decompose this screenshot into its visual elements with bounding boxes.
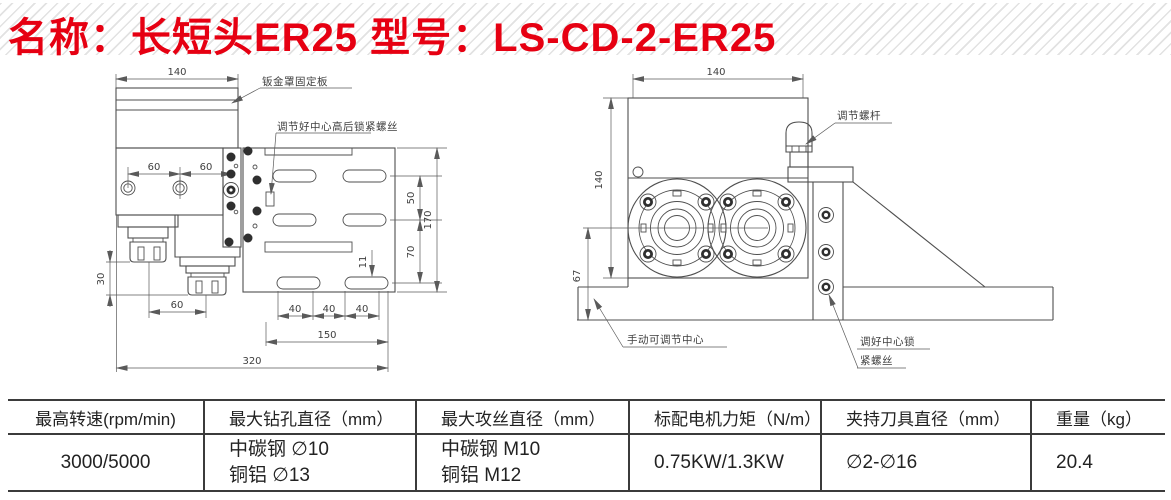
column-screws [818, 207, 834, 295]
plate-slot [342, 169, 387, 183]
spec-header-max-drill: 最大钻孔直径（mm） [203, 401, 415, 435]
spec-value-max-drill-line1: 中碳钢 ∅10 [229, 439, 329, 461]
motor-block [115, 87, 239, 149]
spec-value-motor-torque: 0.75KW/1.3KW [628, 435, 820, 490]
gearbox-body [627, 97, 809, 279]
dim-slot-width: 11 [358, 256, 369, 269]
plate-slot [272, 169, 317, 183]
plate-slot [344, 276, 389, 290]
dim-hole-pitch-left: 60 [148, 162, 161, 173]
page-title: 名称：长短头ER25 型号：LS-CD-2-ER25 [8, 16, 777, 60]
spec-header-max-tap: 最大攻丝直径（mm） [415, 401, 628, 435]
spec-header-weight: 重量（kg） [1030, 401, 1165, 435]
manual-center-label: 手动可调节中心 [627, 333, 704, 346]
bracket-plate [787, 166, 854, 183]
left-drawing-side-view: 140 钣金罩固定板 60 60 [96, 67, 447, 372]
spec-value-tool-diameter: ∅2-∅16 [820, 435, 1030, 490]
spec-header-motor-torque: 标配电机力矩（N/m） [628, 401, 821, 435]
adjust-rod-label: 调节螺杆 [837, 109, 881, 122]
plate-slot [272, 213, 317, 227]
plate-slot [276, 276, 321, 290]
bolt-column [222, 147, 242, 248]
dim-overall-width: 320 [242, 356, 261, 367]
dim-row-gap-lower: 70 [406, 246, 417, 259]
center-lock-label-line1: 调好中心锁 [860, 335, 915, 348]
right-drawing-front-view: 140 140 [572, 67, 1054, 369]
spindle-flange-right [707, 178, 807, 278]
spec-table: 最高转速(rpm/min) 最大钻孔直径（mm） 最大攻丝直径（mm） 标配电机… [8, 399, 1165, 492]
dim-slot-pitch-2: 40 [323, 304, 336, 315]
spec-value-max-drill-line2: 铜铝 ∅13 [229, 464, 310, 486]
dim-nose-drop: 30 [96, 273, 107, 286]
header-hatch-band [0, 3, 1171, 55]
dim-top-width: 140 [167, 67, 186, 78]
dim-hole-pitch-right: 60 [200, 162, 213, 173]
spec-value-max-drill: 中碳钢 ∅10 铜铝 ∅13 [203, 435, 415, 490]
base-plate [577, 278, 1054, 321]
lock-screw [265, 191, 275, 207]
plate-slot [342, 213, 387, 227]
cover-plate-label: 钣金罩固定板 [262, 75, 328, 88]
center-lock-label-line2: 紧螺丝 [860, 355, 893, 367]
spec-header-tool-diameter: 夹持刀具直径（mm） [820, 401, 1030, 435]
dim-row-gap-upper: 50 [406, 192, 417, 205]
gusset-brace [852, 181, 986, 288]
spindle-nose-long [174, 215, 241, 296]
dim-slot-pitch-3: 40 [356, 304, 369, 315]
spec-value-max-speed: 3000/5000 [60, 451, 151, 473]
dim-body-height: 140 [594, 170, 605, 189]
dim-plate-height: 170 [423, 210, 434, 229]
spindle-housing [115, 147, 224, 216]
spec-header-max-speed: 最高转速(rpm/min) [8, 401, 203, 435]
plate-bar [264, 241, 353, 253]
dim-center-height: 67 [572, 270, 583, 283]
spec-value-weight: 20.4 [1030, 435, 1165, 490]
spindle-nose-short [117, 214, 179, 263]
adjust-rod-knob [785, 121, 813, 168]
flange-bolts [639, 193, 795, 263]
spec-value-max-tap-line2: 铜铝 M12 [441, 464, 522, 486]
lock-screw-label: 调节好中心高后锁紧螺丝 [277, 120, 398, 133]
spec-value-max-tap-line1: 中碳钢 M10 [441, 439, 541, 461]
dim-body-width: 140 [706, 67, 725, 78]
spec-value-max-tap: 中碳钢 M10 铜铝 M12 [415, 435, 628, 490]
dim-nose-pitch: 60 [171, 300, 184, 311]
dim-slot-span: 150 [317, 330, 336, 341]
dim-slot-pitch-1: 40 [289, 304, 302, 315]
